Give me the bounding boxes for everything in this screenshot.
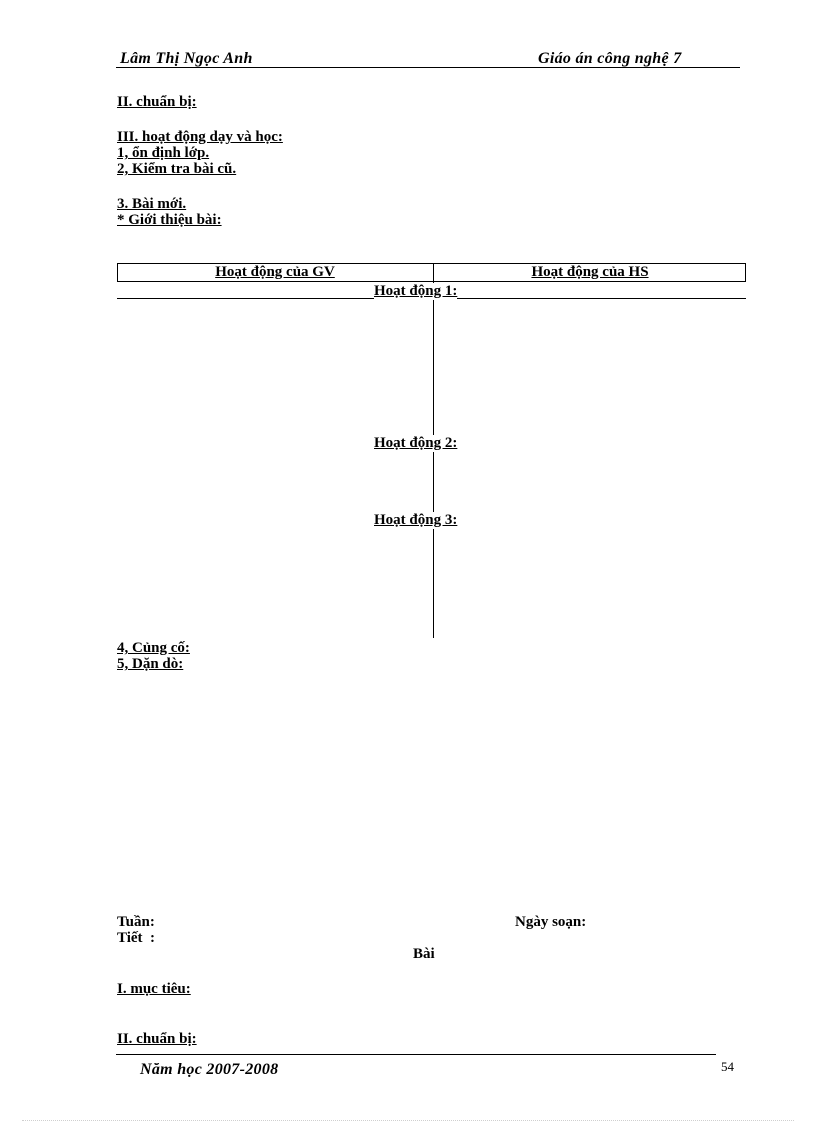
objectives-heading: I. mục tiêu: [117,981,191,997]
section-preparation: II. chuẩn bị: [117,94,197,110]
column-header-teacher: Hoạt động của GV [215,264,335,280]
footer-rule [116,1054,716,1055]
step-1: 1, ổn định lớp. [117,145,210,161]
header-doc-title: Giáo án công nghệ 7 [538,50,682,67]
week-label: Tuần: [117,914,155,930]
step-4: 4, Củng cố: [117,640,190,656]
step-5: 5, Dặn dò: [117,656,184,672]
step-3: 3. Bài mới. [117,196,187,212]
lesson-label: Bài [413,946,435,962]
preparation-heading: II. chuẩn bị: [117,1031,197,1047]
header-author: Lâm Thị Ngọc Anh [120,50,253,67]
step-2: 2, Kiểm tra bài cũ. [117,161,237,177]
column-header-student: Hoạt động của HS [531,264,649,280]
table-header-row [117,263,746,282]
intro-lesson: * Giới thiệu bài: [117,212,222,228]
activity-1-label: Hoạt động 1: [374,283,458,300]
period-label: Tiết : [117,930,156,946]
page-number: 54 [721,1059,734,1074]
activity-2-label: Hoạt động 2: [374,435,458,452]
footer-school-year: Năm học 2007-2008 [140,1061,279,1078]
activity-3-label: Hoạt động 3: [374,512,458,529]
section-activities: III. hoạt động dạy và học: [117,129,283,145]
header-rule [116,67,740,68]
page-edge [22,1120,794,1121]
date-prepared-label: Ngày soạn: [515,914,587,930]
